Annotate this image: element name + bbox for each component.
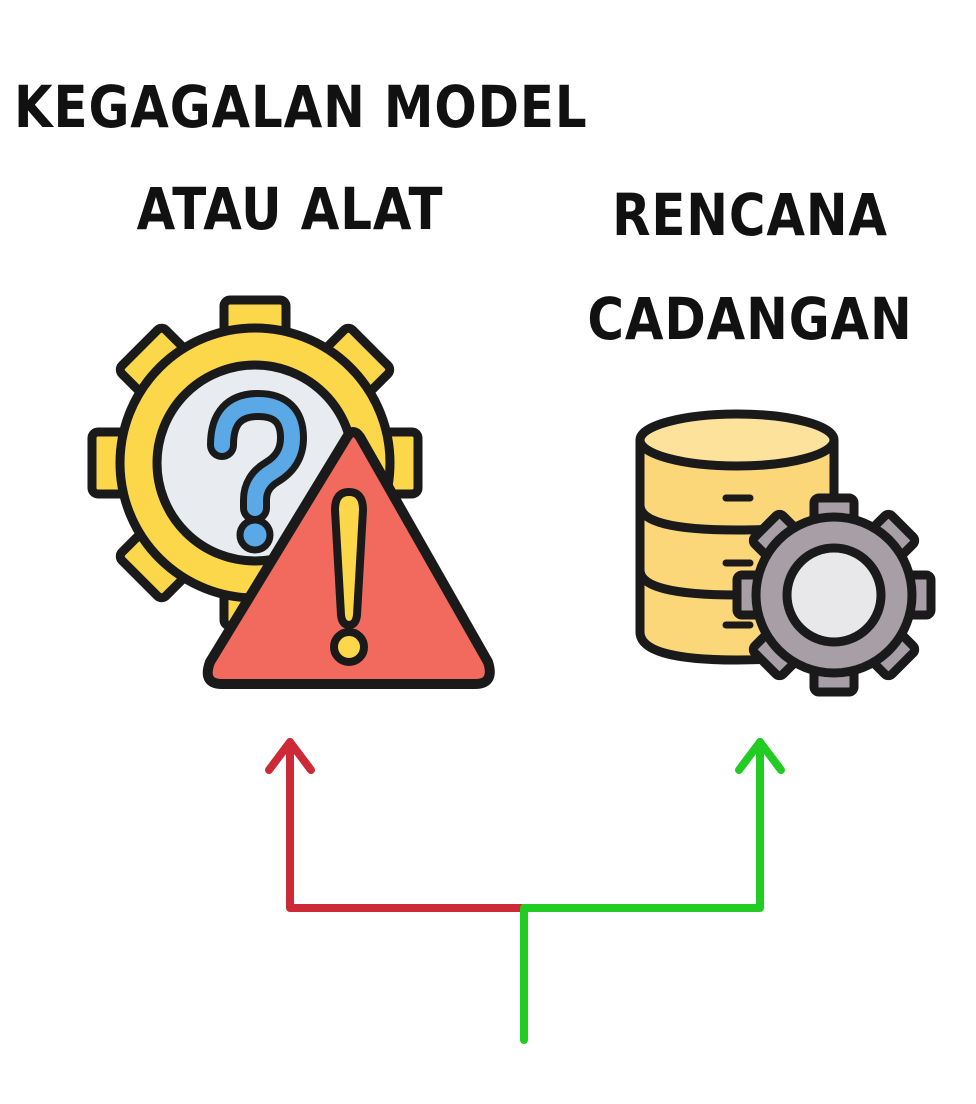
warning-triangle-icon	[202, 427, 495, 689]
backup-title-line2: CADANGAN	[587, 285, 913, 353]
gear-warning-icon	[87, 295, 495, 689]
backup-arrow	[520, 738, 785, 1044]
question-mark-icon	[207, 390, 307, 554]
database-gear-icon	[635, 409, 936, 697]
branch-connector	[265, 738, 785, 1044]
failure-title-line1: KEGAGALAN MODEL	[14, 73, 588, 141]
backup-title-line1: RENCANA	[612, 181, 888, 249]
gray-gear-icon	[732, 493, 936, 697]
failure-arrow	[265, 738, 526, 912]
failure-title-line2: ATAU ALAT	[136, 175, 444, 243]
